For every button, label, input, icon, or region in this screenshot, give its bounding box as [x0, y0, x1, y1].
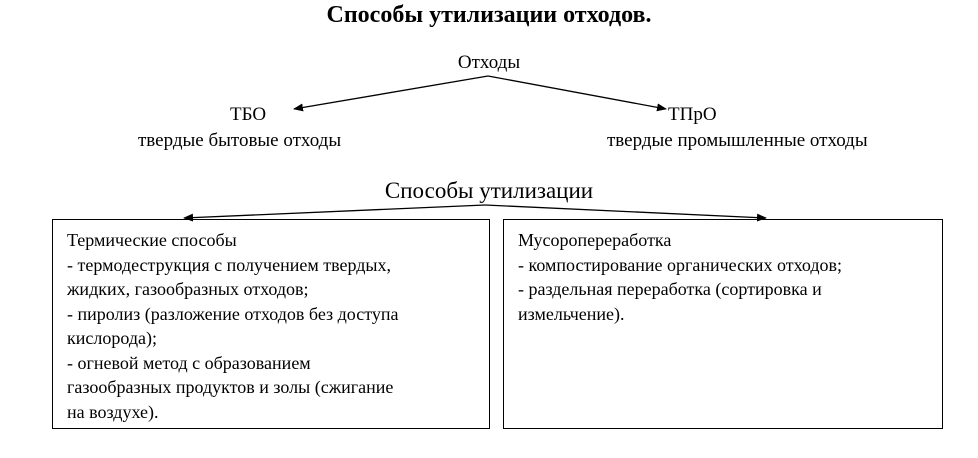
box-line: измельчение).	[518, 303, 625, 324]
arrow-to-thermal	[183, 204, 486, 222]
box-line: - пиролиз (разложение отходов без доступ…	[67, 303, 399, 324]
box-line: газообразных продуктов и золы (сжигание	[67, 377, 394, 397]
arrow-to-recycling	[484, 204, 767, 222]
box-line: на воздухе).	[67, 401, 159, 422]
box-line: - термодеструкция с получением твердых,	[67, 254, 391, 275]
arrow-to-tpro	[487, 75, 667, 112]
box-line: Термические способы	[67, 230, 237, 250]
box-line: кислорода);	[67, 328, 157, 348]
root-node-label: Отходы	[457, 52, 521, 73]
methods-heading: Способы утилизации	[384, 178, 594, 203]
box-line: - огневой метод с образованием	[67, 352, 311, 373]
box-line: - раздельная переработка (сортировка и	[518, 279, 822, 299]
box-line: жидких, газообразных отходов;	[67, 279, 309, 299]
tpro-full-label: твердые промышленные отходы	[607, 130, 868, 151]
tbo-full-label: твердые бытовые отходы	[138, 130, 342, 151]
thermal-methods-box: Термические способы - термодеструкция с …	[52, 219, 490, 429]
page-title: Способы утилизации отходов.	[326, 2, 652, 28]
arrow-to-tbo	[293, 75, 489, 112]
box-line: Мусоропереработка	[518, 230, 672, 250]
box-line: - компостирование органических отходов;	[518, 254, 843, 275]
recycling-box: Мусоропереработка - компостирование орга…	[503, 219, 943, 429]
tpro-abbr-label: ТПрО	[668, 104, 717, 125]
tbo-abbr-label: ТБО	[230, 104, 267, 125]
